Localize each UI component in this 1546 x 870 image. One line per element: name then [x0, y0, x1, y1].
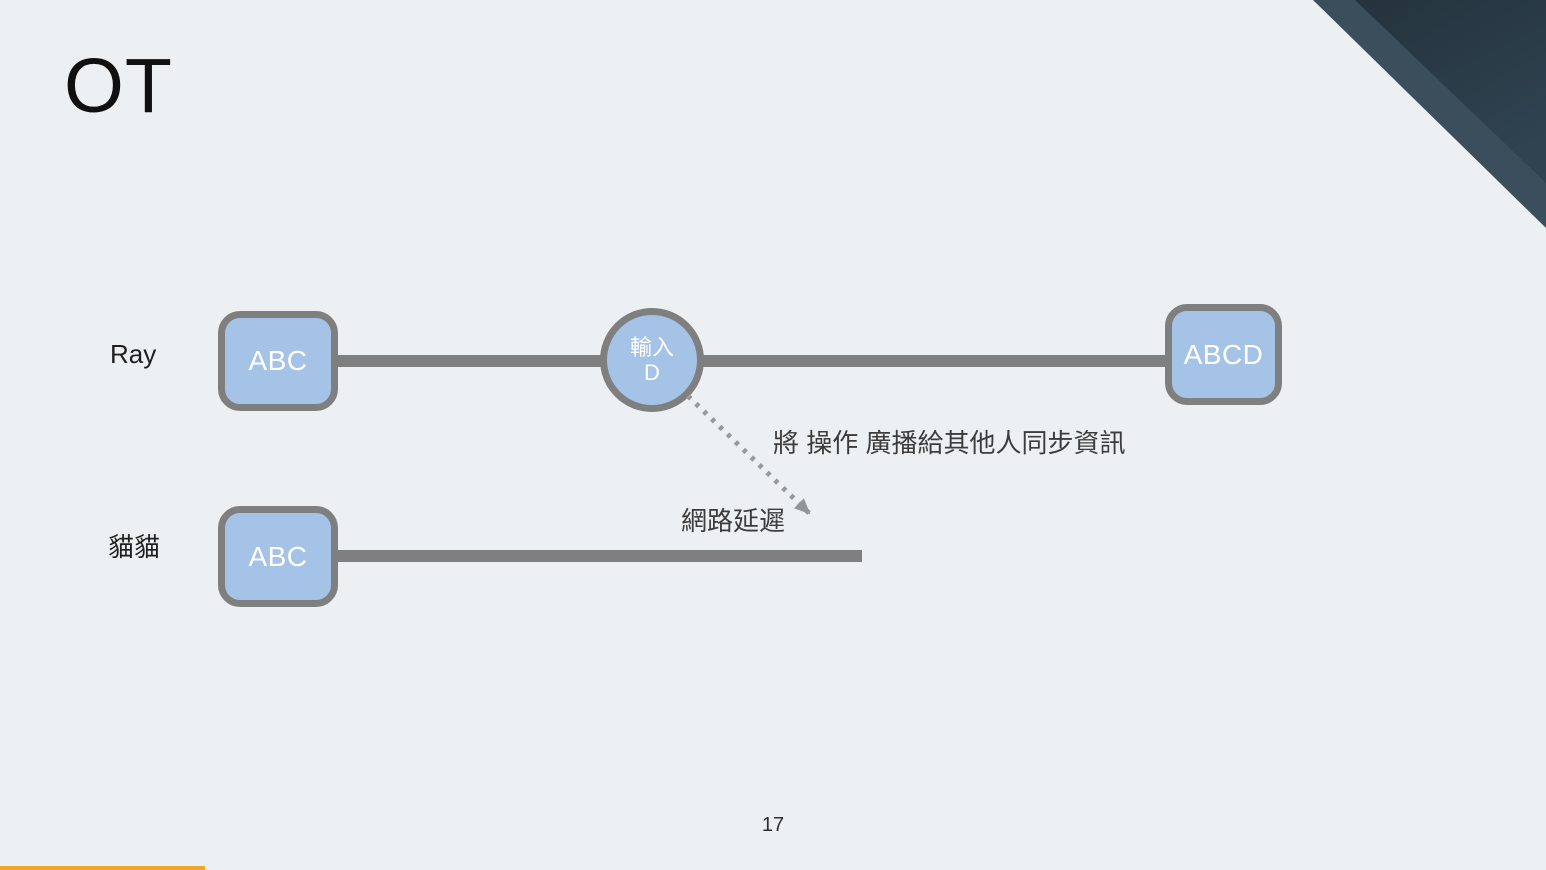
- input-event-label-line2: D: [644, 360, 660, 385]
- corner-dark-triangle: [1355, 0, 1546, 183]
- ray-start-state-label: ABC: [248, 345, 308, 376]
- ray-end-state-box: ABCD: [1165, 304, 1282, 405]
- ray-timeline-line: [337, 355, 1167, 367]
- ray-end-state-label: ABCD: [1183, 338, 1264, 370]
- input-event-label-line1: 輸入: [629, 335, 674, 360]
- row-label-cat: 貓貓: [108, 532, 161, 562]
- row-label-ray: Ray: [110, 339, 157, 369]
- cat-start-state-label: ABC: [248, 540, 308, 572]
- cat-start-state-box: ABC: [218, 506, 338, 607]
- broadcast-annotation: 將 操作 廣播給其他人同步資訊: [773, 428, 1126, 458]
- cat-timeline-line: [337, 550, 862, 562]
- bottom-accent-bar: [0, 866, 205, 870]
- network-latency-annotation: 網路延遲: [681, 506, 786, 536]
- ray-start-state-box: ABC: [218, 311, 338, 411]
- page-number: 17: [761, 814, 785, 836]
- corner-triangle-decoration: [1313, 0, 1546, 228]
- slide-title: OT: [64, 43, 173, 129]
- input-event-circle: 輸入 D: [600, 308, 704, 412]
